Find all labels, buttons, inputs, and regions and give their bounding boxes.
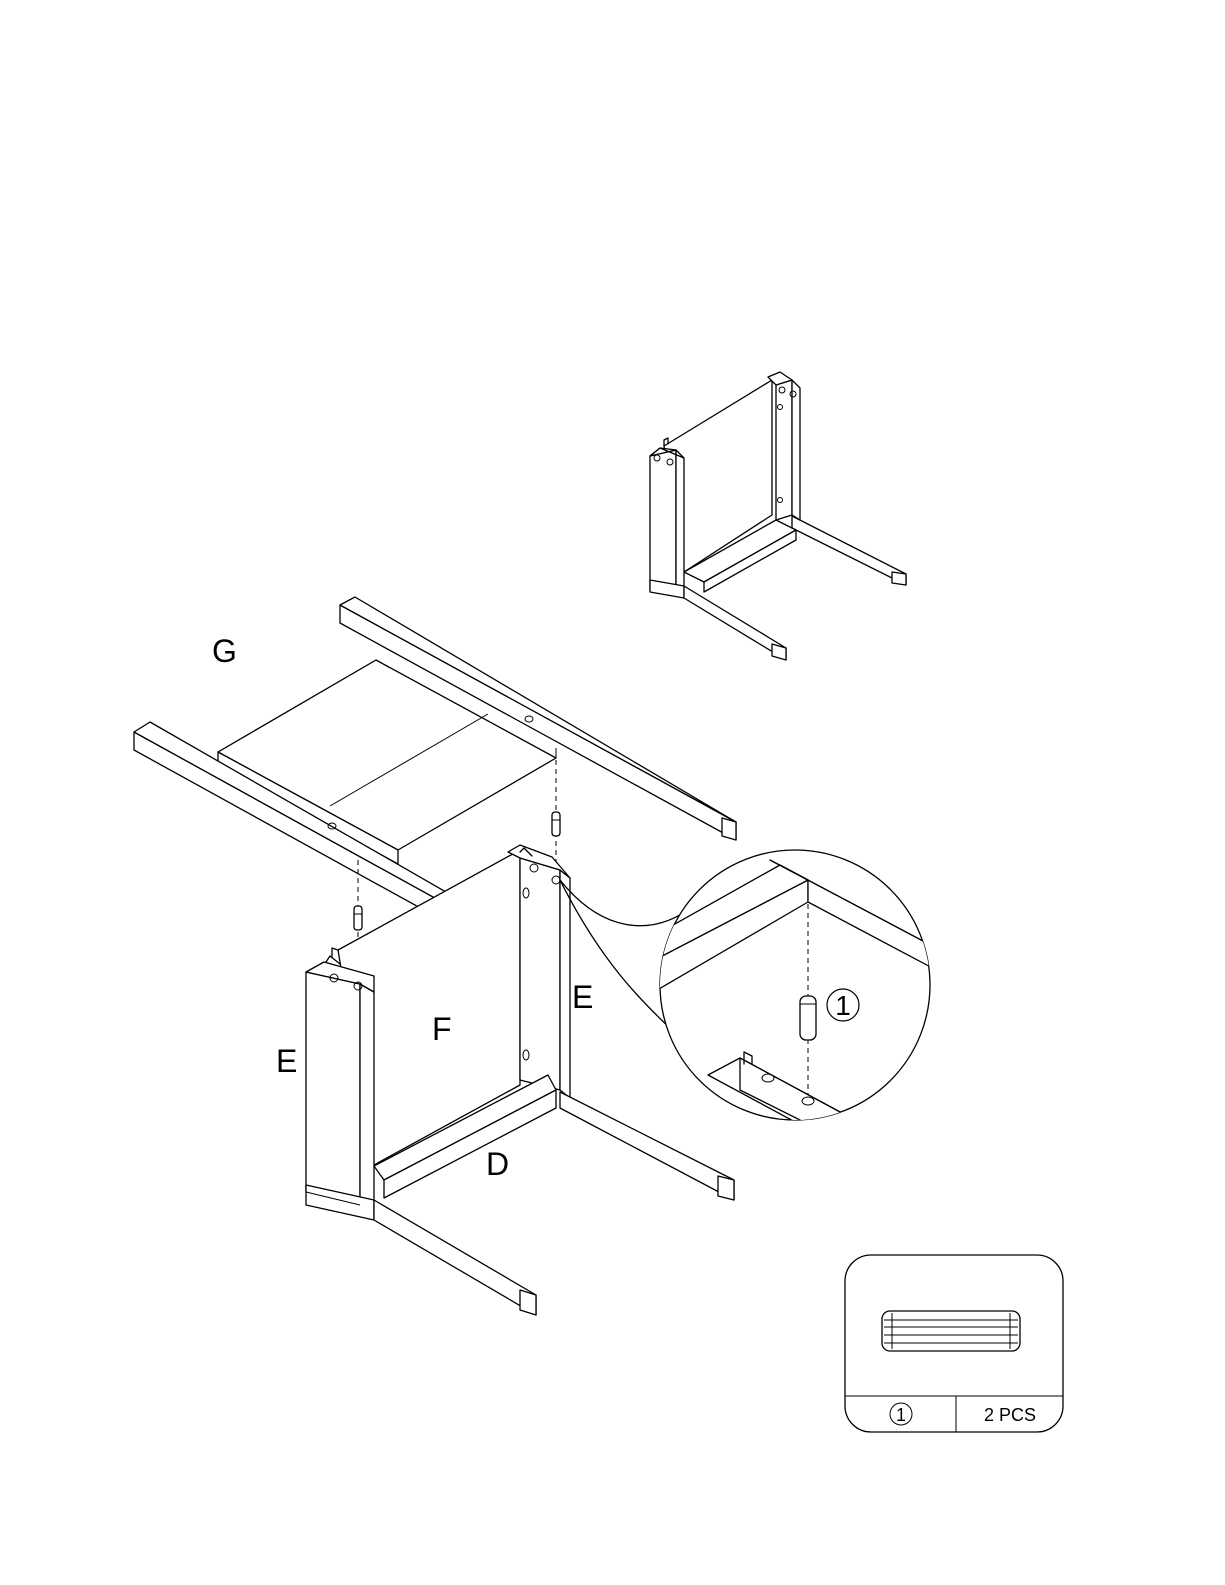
detail-callout-number: 1 (835, 990, 851, 1021)
label-e-left: E (276, 1043, 297, 1079)
assembled-frame-preview (650, 372, 906, 660)
detail-dowel (800, 996, 816, 1040)
label-g: G (212, 633, 237, 669)
leg-frame (306, 845, 734, 1315)
dowel-part-icon (882, 1311, 1020, 1351)
dowel-right (552, 812, 560, 836)
label-d: D (486, 1146, 509, 1182)
dowel-left (354, 906, 362, 930)
detail-bubble: 1 (560, 850, 940, 1140)
parts-box: 1 2 PCS (845, 1255, 1063, 1432)
parts-item-number: 1 (896, 1405, 906, 1425)
parts-quantity: 2 PCS (984, 1405, 1036, 1425)
label-e-right: E (572, 979, 593, 1015)
label-f: F (432, 1011, 452, 1047)
